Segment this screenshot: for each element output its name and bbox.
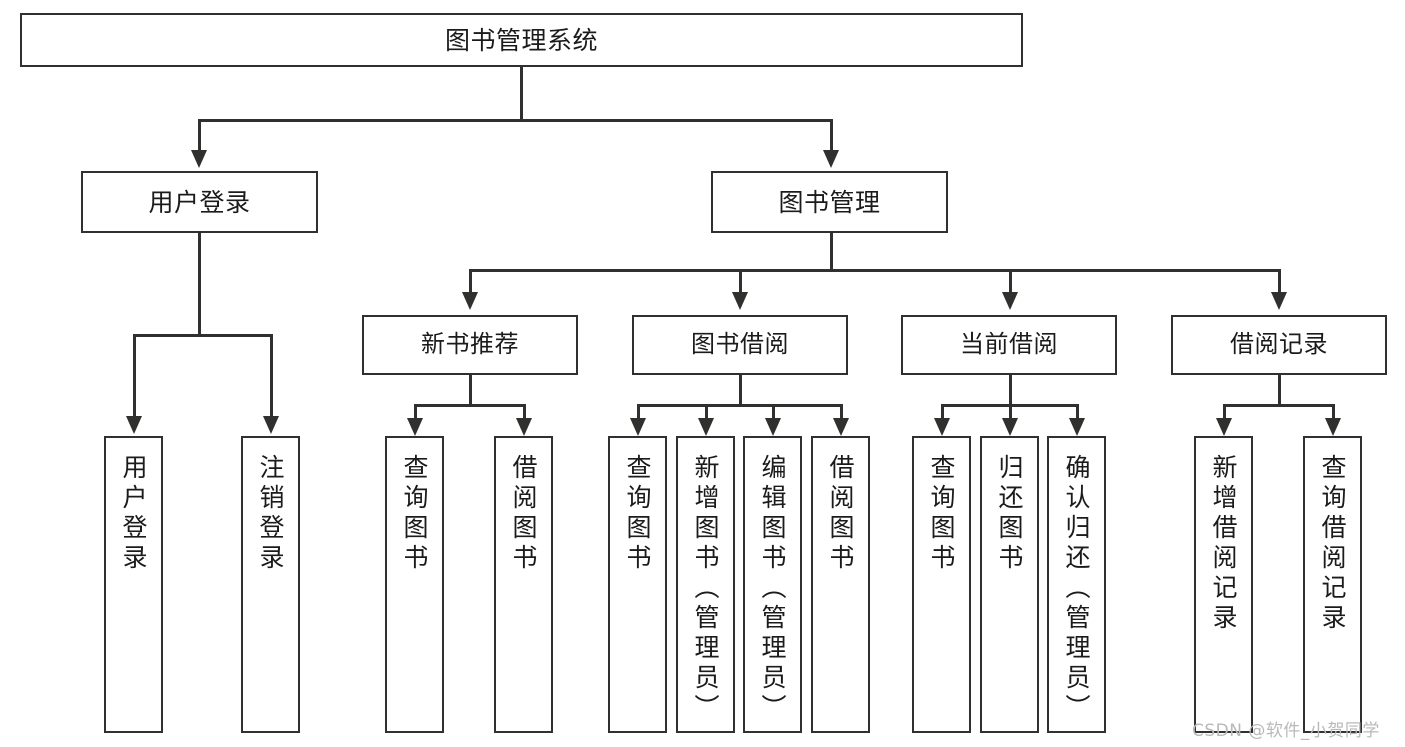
connector-borrow-record-stem [1278, 375, 1281, 405]
connector-cb-child-2 [1009, 404, 1012, 420]
arrow-cb-child-1 [934, 418, 950, 436]
arrow-root-to-user-login [191, 150, 207, 168]
connector-user-login-bar [134, 334, 272, 337]
arrow-bb-child-3 [765, 418, 781, 436]
connector-bm-to-current-borrow [1009, 269, 1012, 294]
connector-cb-child-3 [1076, 404, 1079, 420]
node-new-book-recommend[interactable]: 新书推荐 [362, 315, 578, 375]
node-leaf-borrow-book-recommend[interactable]: 借阅图书 [494, 436, 553, 733]
connector-borrow-record-bar [1224, 404, 1334, 407]
connector-user-login-child-2 [270, 334, 273, 418]
connector-book-management-bar [470, 269, 1280, 272]
connector-root-bar [199, 119, 832, 122]
connector-user-login-stem [198, 233, 201, 335]
connector-bm-to-book-borrow [739, 269, 742, 294]
node-label: 注销登录 [256, 454, 285, 574]
node-label: 借阅记录 [1230, 330, 1328, 359]
node-leaf-query-book-borrow[interactable]: 查询图书 [608, 436, 667, 733]
connector-root-to-book-management [830, 119, 833, 152]
node-label: 查询图书 [927, 454, 956, 574]
node-book-borrow[interactable]: 图书借阅 [632, 315, 848, 375]
connector-br-child-1 [1223, 404, 1226, 420]
node-current-borrow[interactable]: 当前借阅 [901, 315, 1117, 375]
arrow-bm-to-book-borrow [732, 292, 748, 310]
arrow-nb-child-1 [407, 418, 423, 436]
arrow-bm-to-new-book [462, 292, 478, 310]
node-label: 借阅图书 [826, 454, 855, 574]
arrow-br-child-1 [1216, 418, 1232, 436]
node-label: 查询借阅记录 [1318, 454, 1347, 634]
node-leaf-query-book-recommend[interactable]: 查询图书 [385, 436, 444, 733]
node-leaf-return-book[interactable]: 归还图书 [980, 436, 1039, 733]
node-label: 图书管理系统 [444, 25, 598, 55]
node-label: 编辑图书（管理员） [758, 454, 787, 724]
csdn-watermark: CSDN @软件_小贺同学 [1192, 716, 1380, 741]
connector-book-borrow-stem [739, 375, 742, 405]
arrow-cb-child-3 [1069, 418, 1085, 436]
arrow-user-login-child-2 [263, 416, 279, 434]
node-label: 用户登录 [119, 454, 148, 574]
node-label: 新书推荐 [421, 330, 519, 359]
connector-root-stem [520, 67, 523, 120]
connector-bb-child-3 [772, 404, 775, 420]
node-label: 确认归还（管理员） [1062, 454, 1091, 724]
node-label: 图书管理 [778, 187, 881, 217]
connector-new-book-stem [469, 375, 472, 405]
node-label: 当前借阅 [960, 330, 1058, 359]
node-label: 查询图书 [400, 454, 429, 574]
node-borrow-record[interactable]: 借阅记录 [1171, 315, 1387, 375]
arrow-bb-child-4 [833, 418, 849, 436]
arrow-nb-child-2 [516, 418, 532, 436]
connector-current-borrow-stem [1009, 375, 1012, 405]
connector-book-management-stem [830, 233, 833, 270]
node-root-book-management-system[interactable]: 图书管理系统 [20, 13, 1023, 67]
node-label: 归还图书 [995, 454, 1024, 574]
arrow-bm-to-current-borrow [1002, 292, 1018, 310]
node-leaf-logout-login[interactable]: 注销登录 [241, 436, 300, 733]
arrow-br-child-2 [1325, 418, 1341, 436]
arrow-root-to-book-management [823, 150, 839, 168]
node-leaf-query-borrow-record[interactable]: 查询借阅记录 [1303, 436, 1362, 733]
node-user-login[interactable]: 用户登录 [81, 171, 318, 233]
connector-br-child-2 [1332, 404, 1335, 420]
node-label: 用户登录 [148, 187, 251, 217]
arrow-bb-child-2 [698, 418, 714, 436]
node-book-management[interactable]: 图书管理 [711, 171, 948, 233]
connector-bb-child-2 [705, 404, 708, 420]
arrow-bb-child-1 [630, 418, 646, 436]
node-label: 新增图书（管理员） [691, 454, 720, 724]
node-leaf-confirm-return-admin[interactable]: 确认归还（管理员） [1047, 436, 1106, 733]
node-label: 图书借阅 [691, 330, 789, 359]
node-leaf-user-login[interactable]: 用户登录 [104, 436, 163, 733]
connector-nb-child-1 [414, 404, 417, 420]
node-leaf-query-book-current[interactable]: 查询图书 [912, 436, 971, 733]
arrow-cb-child-2 [1002, 418, 1018, 436]
node-leaf-add-borrow-record[interactable]: 新增借阅记录 [1194, 436, 1253, 733]
connector-bb-child-4 [840, 404, 843, 420]
connector-cb-child-1 [941, 404, 944, 420]
watermark-text: CSDN @软件_小贺同学 [1192, 721, 1380, 741]
connector-bm-to-borrow-record [1278, 269, 1281, 294]
connector-new-book-bar [415, 404, 525, 407]
arrow-bm-to-borrow-record [1271, 292, 1287, 310]
arrow-user-login-child-1 [126, 416, 142, 434]
connector-bm-to-new-book [469, 269, 472, 294]
node-label: 借阅图书 [509, 454, 538, 574]
node-label: 新增借阅记录 [1209, 454, 1238, 634]
node-leaf-borrow-book[interactable]: 借阅图书 [811, 436, 870, 733]
connector-book-borrow-bar [638, 404, 841, 407]
node-label: 查询图书 [623, 454, 652, 574]
connector-nb-child-2 [523, 404, 526, 420]
connector-bb-child-1 [637, 404, 640, 420]
node-leaf-edit-book-admin[interactable]: 编辑图书（管理员） [743, 436, 802, 733]
connector-root-to-user-login [198, 119, 201, 152]
node-leaf-add-book-admin[interactable]: 新增图书（管理员） [676, 436, 735, 733]
connector-user-login-child-1 [133, 334, 136, 418]
